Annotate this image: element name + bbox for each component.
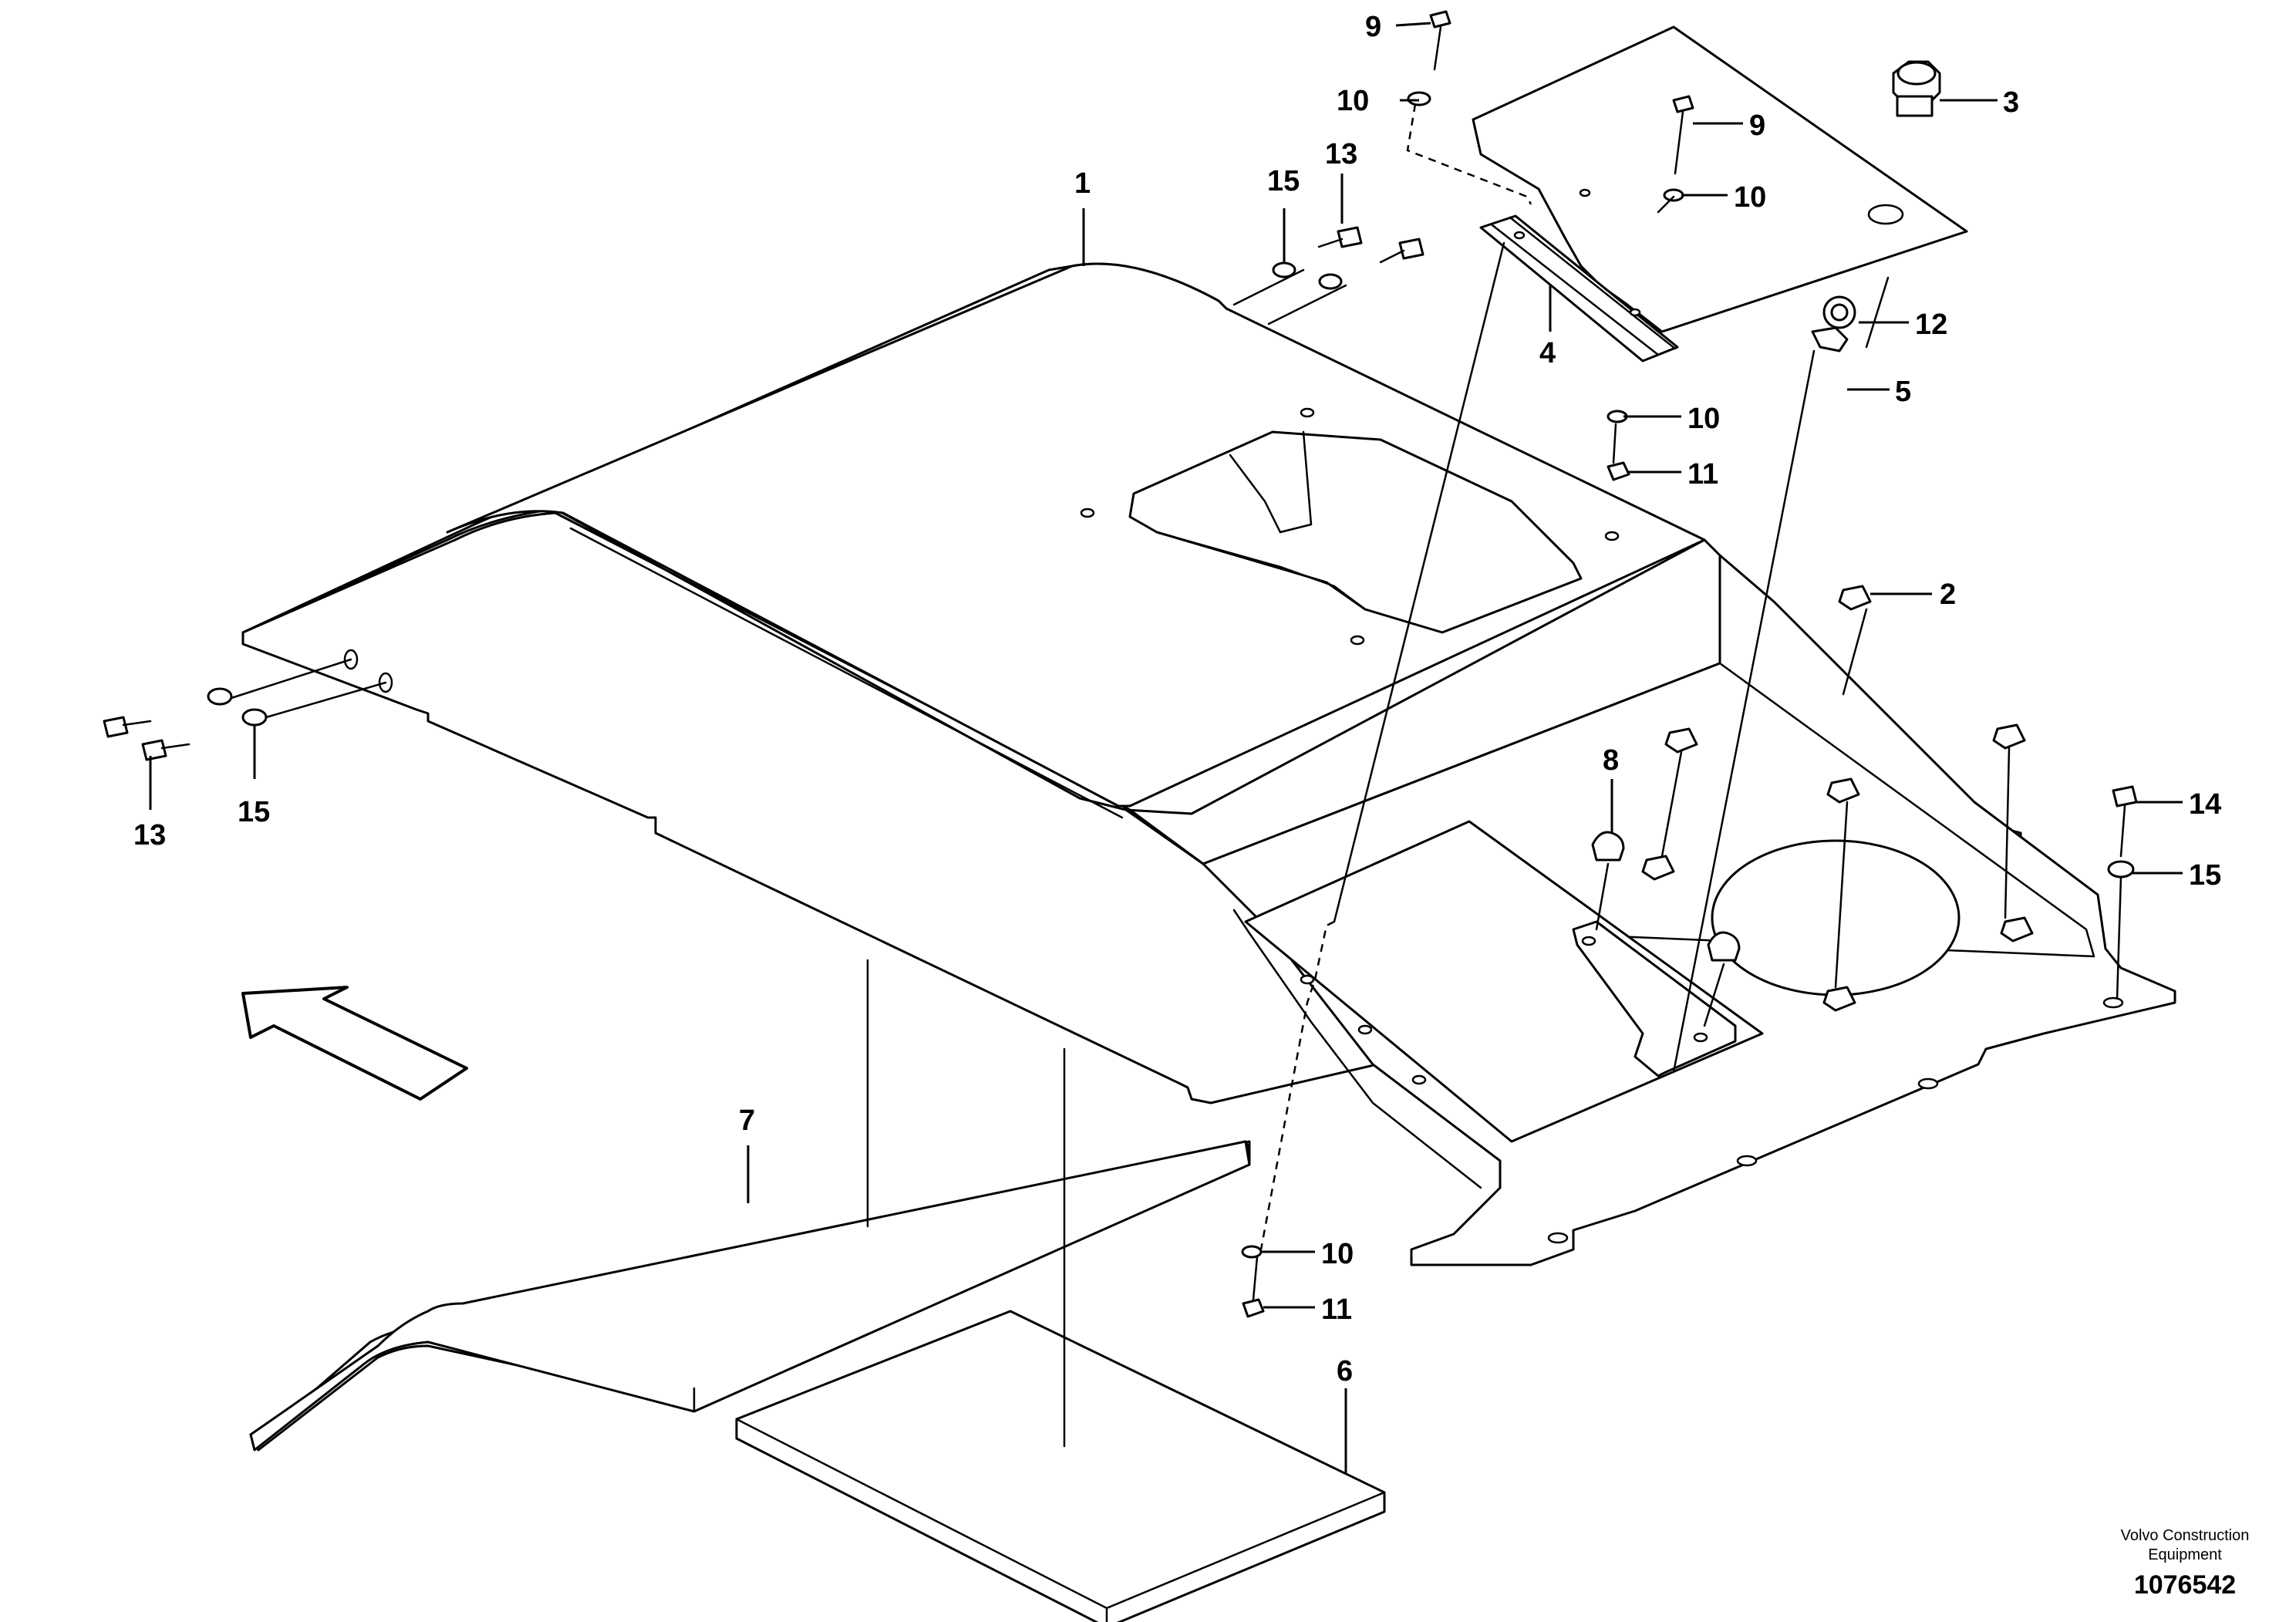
callout-11-bottom: 11 [1321,1293,1352,1326]
lock-part-3 [1892,60,1941,117]
callout-7: 7 [739,1104,755,1137]
callout-14: 14 [2189,788,2221,821]
leader-lines [149,22,2183,1473]
clip-nuts-part-2 [1641,585,2034,1012]
callout-11-hinge: 11 [1687,458,1718,491]
callout-9-top: 9 [1365,11,1381,43]
insulation-mat-part-7 [249,1140,1251,1452]
assembly-lines [230,103,2122,1448]
hinge-part-4 [1479,214,1679,363]
cover-part-1 [241,262,2176,1266]
callout-6: 6 [1337,1355,1353,1388]
arrow-forward-icon [241,986,468,1101]
callout-5: 5 [1895,376,1911,408]
callout-10-hinge: 10 [1687,403,1720,435]
callout-labels: 1 2 3 4 5 6 7 8 9 9 10 10 10 10 11 11 12… [133,11,2221,1388]
callout-1: 1 [1074,167,1091,200]
callout-10-bottom: 10 [1321,1238,1354,1270]
callout-9-lid: 9 [1749,110,1765,142]
bolts-and-washers [103,10,2138,1318]
callout-15-right: 15 [2189,859,2221,892]
callout-10-top: 10 [1337,85,1369,117]
callout-13-top: 13 [1325,138,1357,170]
drawing-credit: Volvo Construction Equipment 1076542 [2121,1527,2250,1600]
callout-12: 12 [1915,309,1947,341]
cam-part-5 [1811,326,1849,352]
company-name-line2: Equipment [2148,1546,2222,1563]
drawing-number: 1076542 [2134,1570,2236,1600]
callout-13-left: 13 [133,819,166,851]
callout-15-left: 15 [238,796,270,828]
callout-2: 2 [1940,578,1956,611]
company-name-line1: Volvo Construction [2121,1527,2250,1544]
callout-8: 8 [1603,744,1619,777]
callout-4: 4 [1539,337,1556,369]
callout-15-top: 15 [1267,165,1300,197]
plate-part-6 [735,1310,1386,1622]
callout-10-lid: 10 [1734,181,1766,214]
rubber-buffers-part-8 [1591,831,1741,962]
retainer-washer-part-12 [1822,295,1856,329]
callout-3: 3 [2003,86,2019,119]
